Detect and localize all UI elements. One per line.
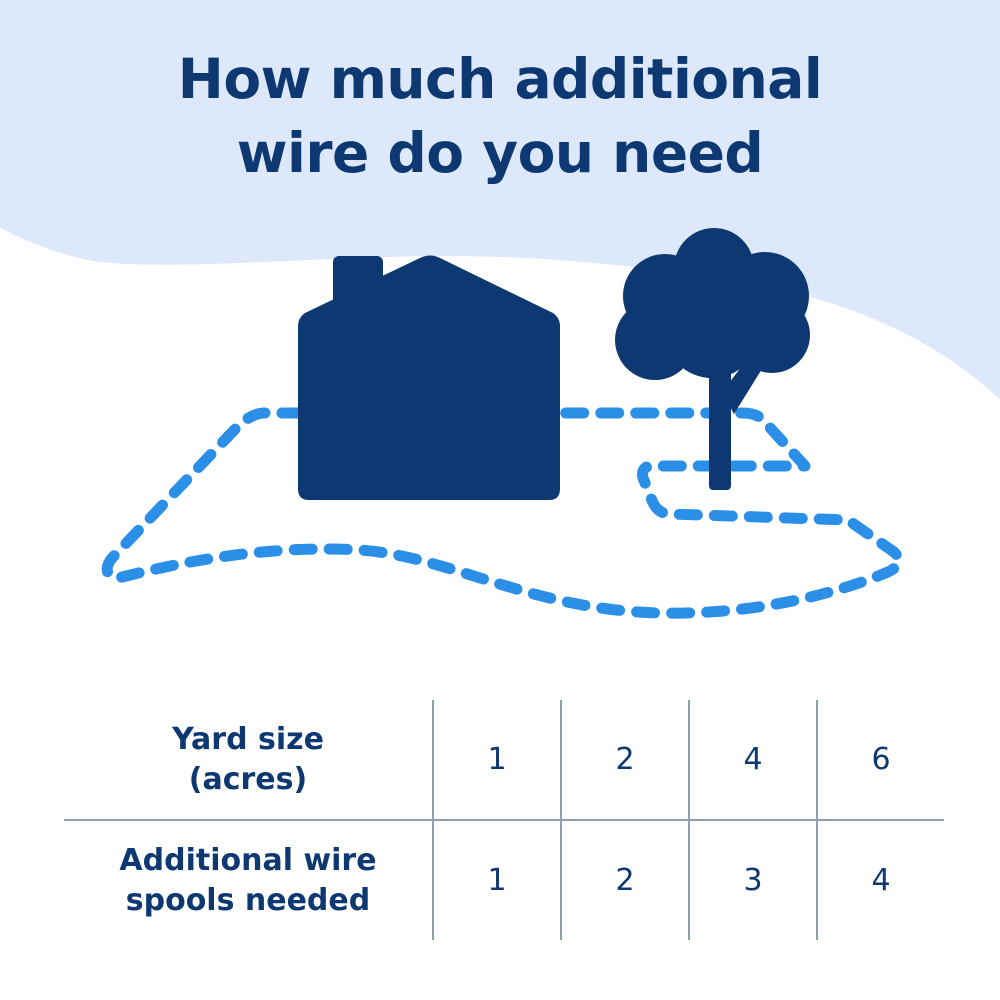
row-header-line-1: Additional wire <box>119 842 377 878</box>
yard-illustration <box>101 228 905 619</box>
house-body <box>298 255 560 500</box>
tree-canopy-center <box>664 282 760 378</box>
dashed-boundary-wire <box>101 407 905 619</box>
row-header-line-1: Yard size <box>172 721 324 757</box>
table-cell: 1 <box>432 820 561 940</box>
table-cell: 2 <box>560 820 689 940</box>
headline-line-2: wire do you need <box>236 121 764 185</box>
row-header-spools-needed: Additional wire spools needed <box>64 820 433 940</box>
table-row-yard-size: Yard size (acres) 1 2 4 6 <box>64 700 944 821</box>
table-row-spools-needed: Additional wire spools needed 1 2 3 4 <box>64 820 944 940</box>
table-cell: 3 <box>688 820 817 940</box>
table-cell: 6 <box>816 700 944 821</box>
row-header-yard-size: Yard size (acres) <box>64 700 433 821</box>
headline: How much additional wire do you need <box>0 42 1000 190</box>
row-header-line-2: (acres) <box>188 761 308 797</box>
house-icon <box>298 255 560 500</box>
table-cell: 1 <box>432 700 561 821</box>
table-cell: 4 <box>816 820 944 940</box>
table-cell: 4 <box>688 700 817 821</box>
tree-icon <box>615 228 810 490</box>
row-header-line-2: spools needed <box>125 882 371 918</box>
headline-line-1: How much additional <box>177 47 823 111</box>
wire-requirements-table: Yard size (acres) 1 2 4 6 Additional wir… <box>64 700 944 940</box>
table-cell: 2 <box>560 700 689 821</box>
